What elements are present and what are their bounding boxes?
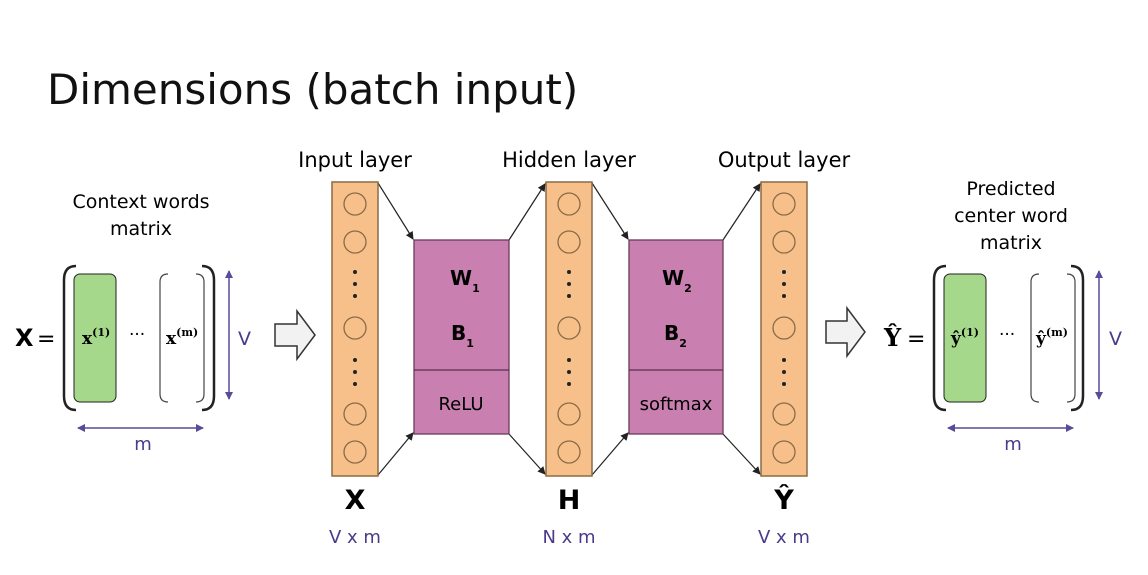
height-label-v: V [238, 328, 251, 350]
block-2-rect [628, 239, 724, 435]
hidden-layer-dims: N x m [542, 527, 595, 548]
input-neuron [343, 192, 367, 216]
context-words-matrix: Context words matrix X = x(1) ··· x(m) V… [15, 191, 251, 455]
output-flow-arrow [825, 305, 866, 359]
output-layer-title: Output layer [718, 148, 851, 172]
input-neuron [343, 316, 367, 340]
left-bracket [62, 264, 77, 412]
hidden-layer-bar [545, 181, 593, 477]
connection-input-to-block1-top [377, 182, 414, 240]
w2-label: W2 [662, 266, 692, 295]
input-neuron [343, 230, 367, 254]
last-column-left-edge [159, 273, 169, 403]
weights-block-2: W2 B2 softmax [628, 239, 724, 435]
y-hat-matrix-symbol: Ŷ [883, 323, 902, 352]
hidden-vertical-ellipsis [567, 270, 571, 386]
last-column-right-edge [1066, 273, 1076, 403]
hidden-neuron [557, 440, 581, 464]
input-vertical-ellipsis [353, 358, 357, 386]
softmax-label: softmax [640, 394, 713, 415]
output-vertical-ellipsis [782, 270, 786, 386]
weights-block-1: W1 B1 ReLU [413, 239, 510, 435]
connection-block2-to-output-top [722, 183, 761, 241]
first-column-x1 [73, 273, 117, 403]
context-matrix-caption-line2: matrix [110, 218, 172, 240]
output-layer: Ŷ V x m [758, 181, 810, 548]
width-label-m: m [134, 434, 152, 455]
hidden-neuron [557, 402, 581, 426]
connection-block2-to-output-bottom [722, 433, 761, 475]
width-label-m: m [1004, 434, 1022, 455]
b2-label: B2 [664, 321, 687, 350]
hidden-layer-symbol: H [558, 485, 581, 516]
connection-hidden-to-block2-bottom [591, 432, 629, 476]
input-neuron [343, 440, 367, 464]
relu-label: ReLU [438, 394, 483, 415]
xm-label: x(m) [166, 326, 198, 349]
input-neuron [343, 402, 367, 426]
left-bracket [932, 264, 947, 412]
output-neuron [772, 440, 796, 464]
connection-input-to-block1-bottom [377, 432, 414, 476]
output-layer-bar [760, 181, 808, 477]
x1-label: x(1) [82, 326, 110, 349]
hidden-layer-title: Hidden layer [502, 148, 636, 172]
last-column-left-edge [1030, 273, 1040, 403]
height-label-v: V [1109, 328, 1122, 350]
output-layer-symbol: Ŷ [773, 484, 794, 516]
y-hat-equals-sign: = [907, 327, 925, 352]
output-neuron [772, 192, 796, 216]
connections [377, 182, 761, 476]
input-layer-title: Input layer [298, 148, 412, 172]
hidden-neuron [557, 230, 581, 254]
y1-hat-label: ŷ(1) [950, 326, 979, 349]
context-matrix-caption-line1: Context words [72, 191, 209, 213]
ym-hat-label: ŷ(m) [1035, 326, 1068, 349]
block-1-rect [413, 239, 510, 435]
output-neuron [772, 402, 796, 426]
hidden-neuron [557, 316, 581, 340]
x-equals-sign: = [37, 327, 55, 352]
b1-label: B1 [451, 321, 474, 350]
columns-ellipsis: ··· [999, 325, 1015, 345]
output-layer-dims: V x m [758, 527, 810, 548]
connection-block1-to-hidden-top [508, 183, 546, 241]
input-flow-arrow [274, 308, 316, 362]
connection-block1-to-hidden-bottom [508, 433, 546, 475]
input-layer-symbol: X [345, 485, 366, 516]
page-title: Dimensions (batch input) [47, 65, 578, 114]
x-matrix-symbol: X [15, 324, 34, 352]
predicted-center-word-matrix: Predicted center word matrix Ŷ = ŷ(1) ··… [883, 178, 1122, 455]
input-layer-bar [331, 181, 379, 477]
hidden-layer: H N x m [542, 181, 596, 548]
first-column-y1 [943, 273, 987, 403]
predicted-matrix-caption-line3: matrix [980, 232, 1042, 254]
w1-label: W1 [450, 266, 480, 295]
input-layer-dims: V x m [329, 527, 381, 548]
hidden-neuron [557, 192, 581, 216]
columns-ellipsis: ··· [129, 325, 145, 345]
predicted-matrix-caption-line2: center word [954, 205, 1068, 227]
predicted-matrix-caption-line1: Predicted [966, 178, 1055, 200]
connection-hidden-to-block2-top [591, 182, 629, 240]
input-vertical-ellipsis [353, 270, 357, 298]
last-column-right-edge [195, 273, 205, 403]
right-bracket [1070, 264, 1085, 412]
right-bracket [201, 264, 216, 412]
output-neuron [772, 316, 796, 340]
input-layer: X V x m [329, 181, 381, 548]
output-neuron [772, 230, 796, 254]
